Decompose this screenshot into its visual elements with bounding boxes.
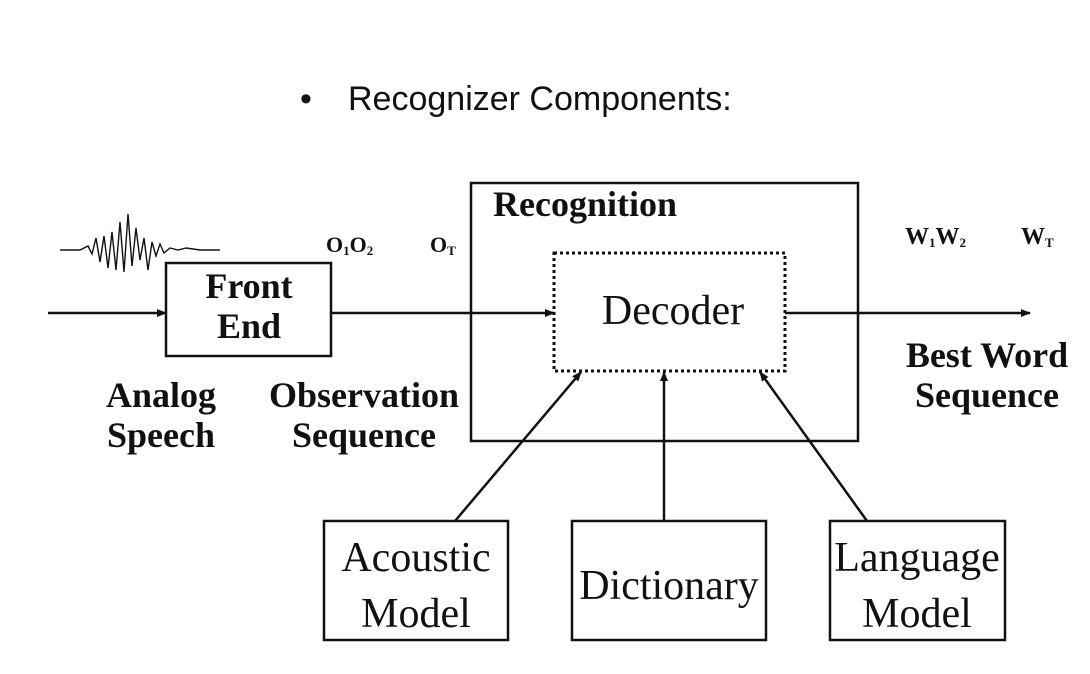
- observation-last-symbol: OT: [430, 232, 456, 258]
- language-arrow: [758, 371, 869, 522]
- acoustic-model-label-line1: Acoustic: [341, 535, 490, 581]
- observation-sequence-label-line1: Observation: [269, 375, 459, 415]
- best-word-label-line1: Best Word: [906, 335, 1068, 375]
- language-model-box: [828, 519, 1007, 642]
- front-end-label-line2: End: [217, 306, 281, 346]
- waveform-icon: [60, 213, 220, 273]
- best-word-label-line2: Sequence: [915, 375, 1059, 415]
- observation-sequence-label-line2: Sequence: [292, 415, 436, 455]
- language-model-label-line2: Model: [862, 591, 972, 637]
- decoder-label: Decoder: [602, 288, 744, 334]
- analog-speech-label-line1: Analog: [106, 375, 216, 415]
- acoustic-arrow: [454, 371, 582, 522]
- dictionary-box: [570, 519, 768, 642]
- language-model-label-line1: Language: [834, 535, 1000, 581]
- dictionary-label: Dictionary: [579, 563, 759, 609]
- word-last-symbol: WT: [1021, 224, 1054, 250]
- front-end-box: [164, 261, 333, 358]
- recognition-label: Recognition: [493, 184, 677, 224]
- bullet-icon: •: [300, 80, 312, 118]
- slide-title: • Recognizer Components:: [300, 80, 732, 119]
- front-end-label-line1: Front: [205, 266, 292, 306]
- word-symbols: W1W2: [905, 224, 966, 250]
- analog-speech-label-line2: Speech: [107, 415, 215, 455]
- acoustic-model-label-line2: Model: [361, 591, 471, 637]
- title-text: Recognizer Components:: [348, 80, 732, 118]
- observation-symbols: O1O2: [326, 232, 373, 258]
- acoustic-model-box: [322, 519, 510, 642]
